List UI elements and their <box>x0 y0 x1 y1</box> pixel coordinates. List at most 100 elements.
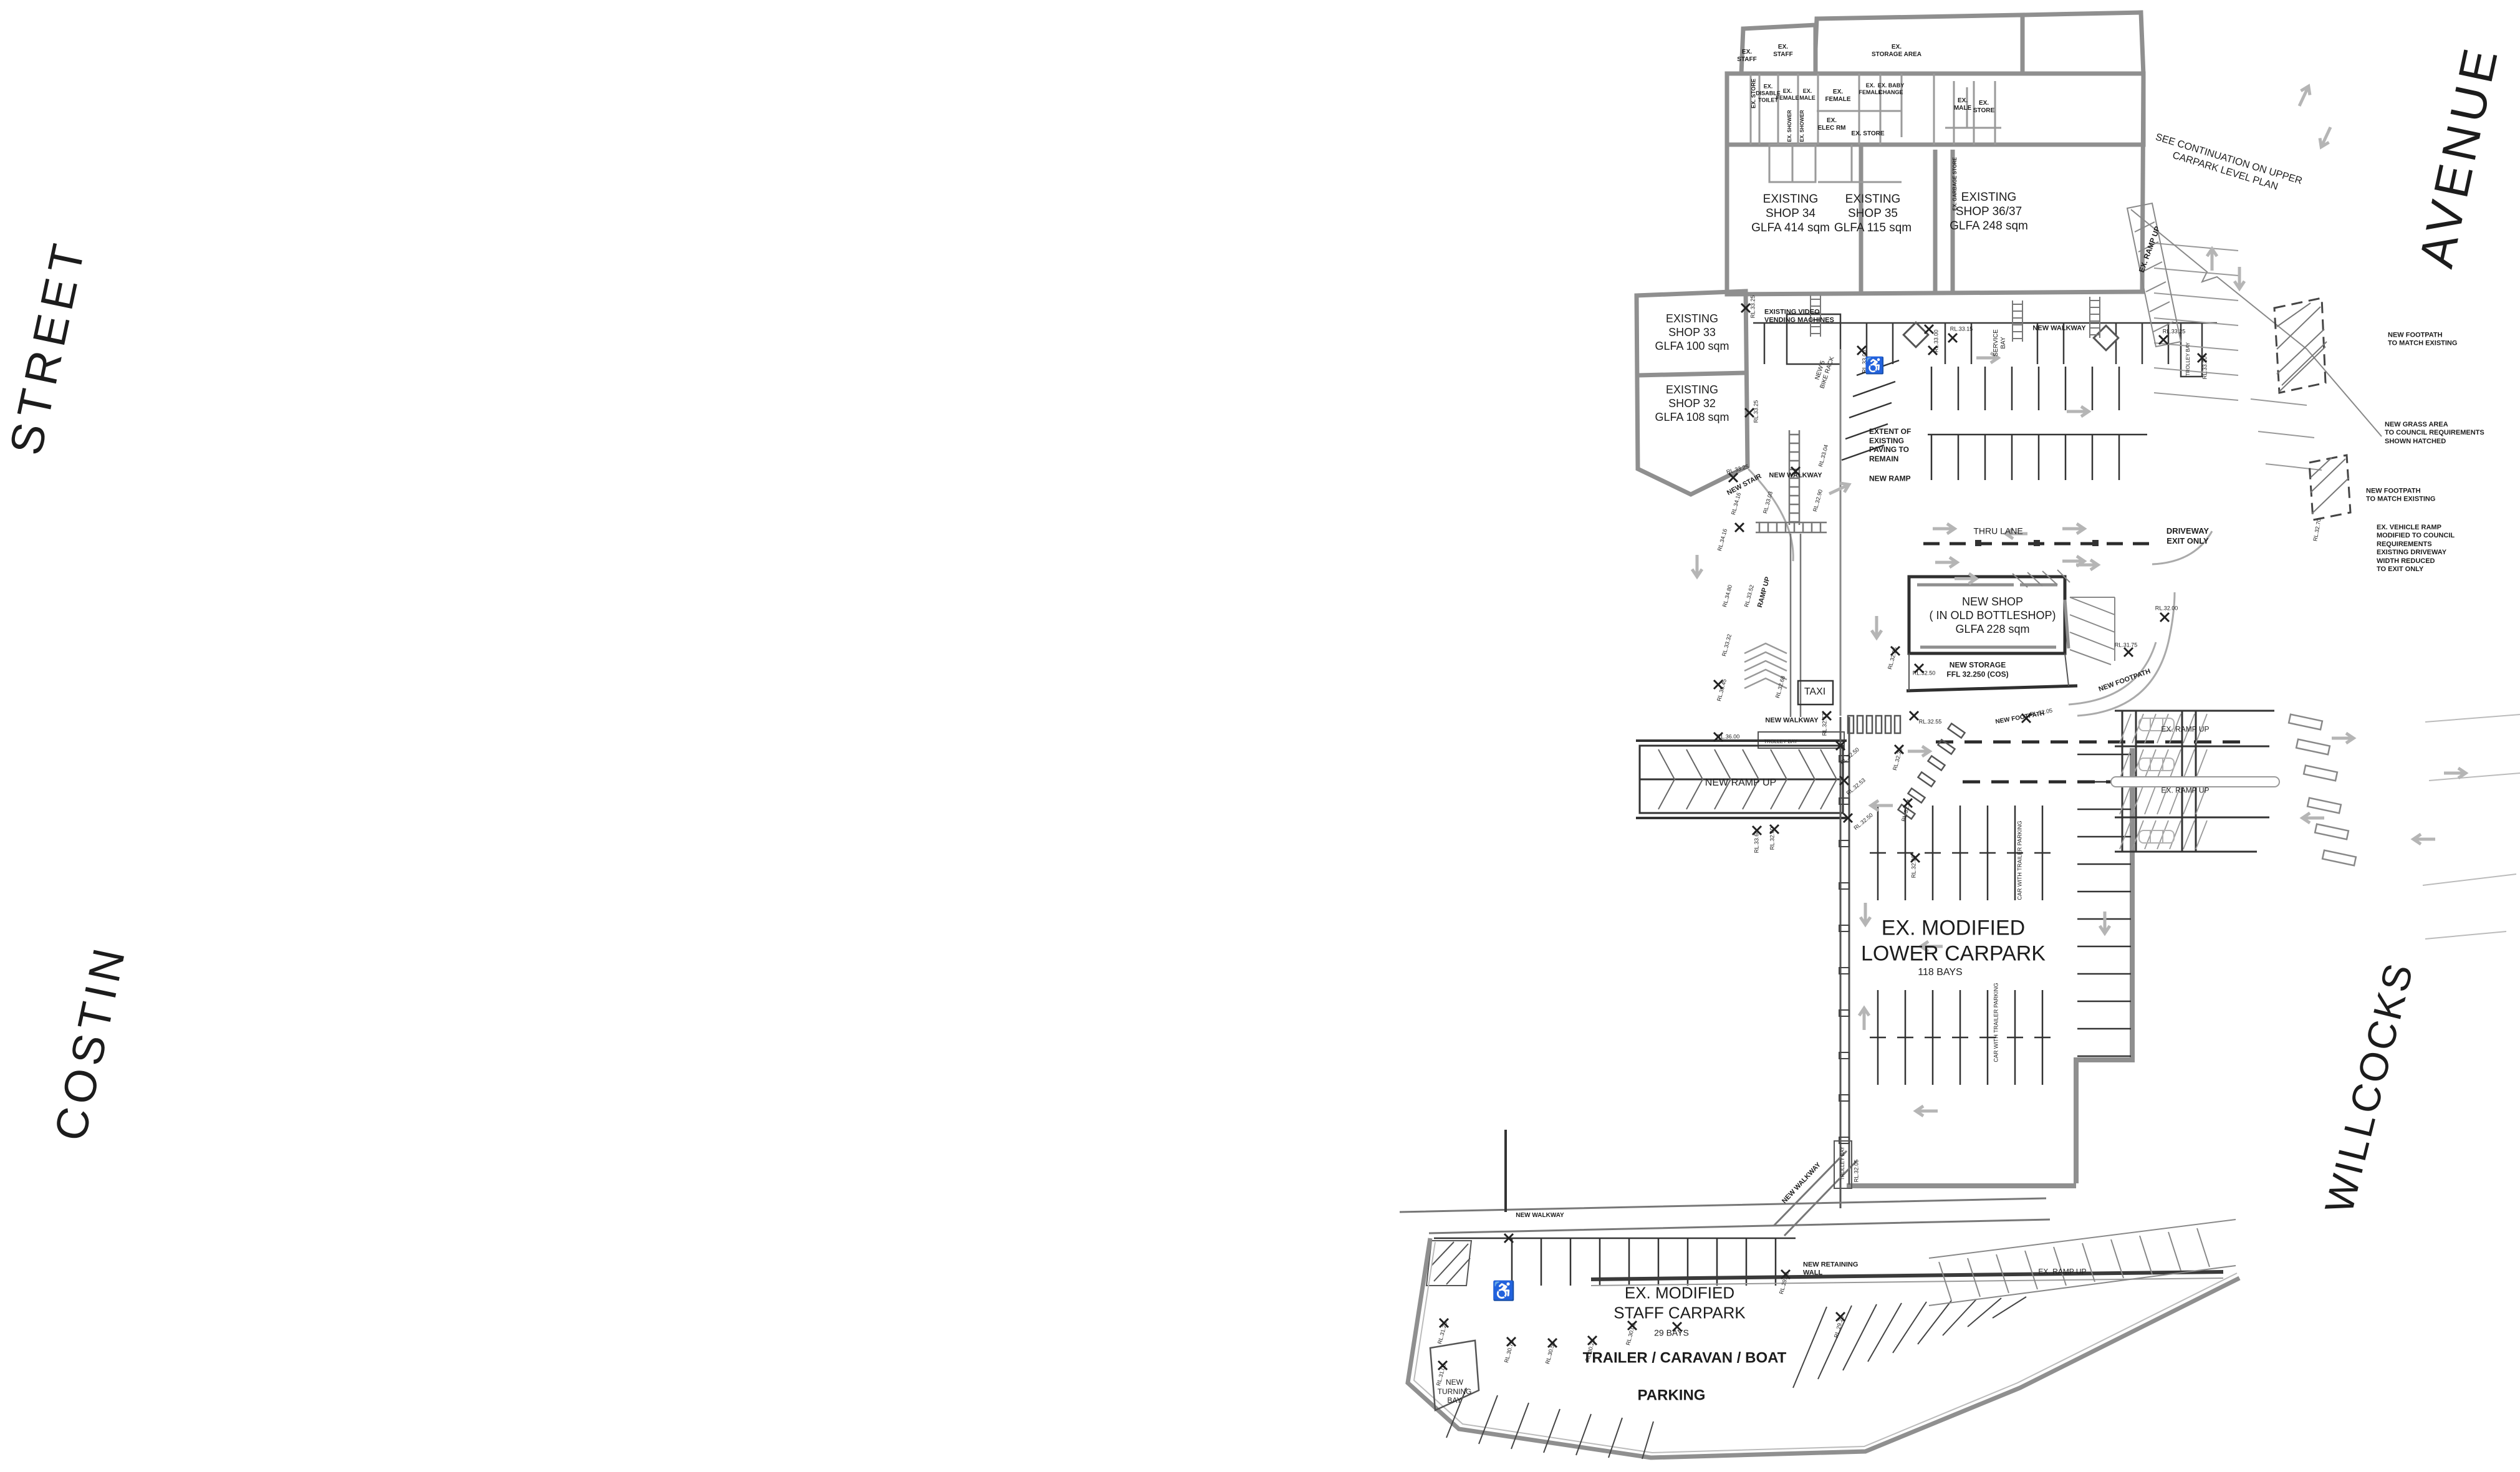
rl-marker-12: RL.32.60 <box>1769 827 1776 850</box>
trolley-bay-bottom: TROLLEY BAY <box>1840 1147 1846 1180</box>
new-stair-note: NEW STAIR <box>1725 472 1763 497</box>
new-shop-hatch <box>2012 569 2115 665</box>
rl-marker-23: RL.31.75 <box>2114 642 2138 648</box>
street-name-avenue: AVENUE <box>2408 39 2509 272</box>
rl-marker-38: RL.33.04 <box>1817 443 1830 468</box>
trolley-bay-strip: TROLLEY BAY <box>2185 342 2191 376</box>
street-name-costin: COSTIN <box>45 939 136 1145</box>
room-ex-staff-1: EX. STAFF <box>1737 48 1757 63</box>
staff-corner-hatch <box>1425 1240 1473 1286</box>
see-continuation-note: SEE CONTINUATION ON UPPER CARPARK LEVEL … <box>2154 132 2304 192</box>
columns <box>1902 321 2120 352</box>
pedestrian-crossings <box>1847 714 1966 820</box>
shop-35-label: EXISTING SHOP 35 GLFA 115 sqm <box>1834 193 1912 235</box>
rl-marker-4: RL.33.15 <box>1950 325 1973 332</box>
site-boundary <box>1405 1238 2241 1460</box>
rl-marker-28: RL.30.75 <box>1503 1339 1516 1364</box>
ex-ramp-up-topright: EX. RAMP UP <box>2137 224 2162 274</box>
ramp-up-walkway: RAMP UP <box>1756 575 1772 609</box>
rl-marker-44: RL.32.05 <box>1853 1159 1860 1183</box>
new-walkway-diag: NEW WALKWAY <box>1781 1161 1822 1205</box>
rl-marker-1: RL.33.25 <box>1749 295 1756 319</box>
room-ex-store-3: EX. STORE <box>1851 130 1885 137</box>
central-bays <box>1841 359 2147 480</box>
rl-marker-9: RL.36.00 <box>1716 733 1740 740</box>
lower-carpark-walls <box>1847 748 2135 1188</box>
rl-marker-37: RL.33.03 <box>1761 490 1774 514</box>
room-ex-male-1: EX. MALE <box>1799 88 1815 101</box>
rl-marker-3: RL.33.25 <box>1725 463 1749 476</box>
rl-marker-40: RL.34.80 <box>1721 584 1734 608</box>
lower-carpark-bays: 118 BAYS <box>1918 967 1963 978</box>
staff-carpark-label: EX. MODIFIED STAFF CARPARK <box>1613 1283 1746 1322</box>
ex-ramp-up-topright-hatch <box>2126 202 2182 348</box>
new-walkway-upper: NEW WALKWAY <box>1769 471 1822 479</box>
hatch-lines <box>2276 302 2350 514</box>
new-ramp-note: NEW RAMP <box>1869 474 1911 483</box>
rl-marker-11: RL.33.60 <box>1753 830 1760 854</box>
rl-marker-31: RL.30.00 <box>1624 1322 1637 1346</box>
footpath-note-2: NEW FOOTPATH TO MATCH EXISTING <box>2366 487 2436 503</box>
ex-ramp-bottom-hatch <box>1928 1219 2236 1306</box>
disabled-parking-icon-2: ♿ <box>1492 1281 1516 1302</box>
rl-marker-32: RL.29.50 <box>1777 1271 1791 1295</box>
rl-marker-8: RL.33.00 <box>1933 329 1940 353</box>
rl-marker-22: RL.32.30 <box>1910 855 1917 878</box>
car-trailer-parking-2: CAR WITH TRAILER PARKING <box>1993 983 1999 1062</box>
rl-marker-29: RL.30.50 <box>1544 1340 1557 1365</box>
new-shop-label: NEW SHOP ( IN OLD BOTTLESHOP) GLFA 228 s… <box>1929 595 2056 635</box>
existing-video-vending-note: EXISTING VIDEO VENDING MACHINES <box>1764 308 1834 324</box>
shop-36-37-label: EXISTING SHOP 36/37 GLFA 248 sqm <box>1950 191 2028 233</box>
new-footpath-diag-1: NEW FOOTPATH <box>2097 667 2152 693</box>
taxi-bay <box>1797 680 1834 706</box>
central-walkway <box>1756 430 1827 717</box>
rl-marker-6: RL.33.20 <box>2201 356 2208 380</box>
rl-marker-15: RL.32.53 <box>1845 777 1867 797</box>
continuation-break-line <box>2130 209 2382 437</box>
street-name-willcocks: WILLCOCKS <box>2316 956 2422 1218</box>
rl-marker-34: RL.32.70 <box>2312 518 2322 542</box>
street-name-street: STREET <box>0 234 96 459</box>
rl-marker-41: RL.33.52 <box>1743 584 1756 608</box>
retaining-wall-line <box>1590 1270 2224 1281</box>
room-ex-shower-1: EX. SHOWER <box>1787 110 1793 142</box>
rl-marker-33: RL.29.20 <box>1832 1314 1845 1339</box>
stair-treads <box>1744 642 1787 690</box>
building-partitions <box>1749 74 2001 183</box>
ex-ramp-up-mid-1: EX. RAMP UP <box>2161 724 2210 734</box>
footpath-note-1: NEW FOOTPATH TO MATCH EXISTING <box>2388 331 2458 347</box>
thru-lane-label: THRU LANE <box>1973 526 2023 536</box>
rl-marker-16: RL.32.50 <box>1852 812 1874 832</box>
room-ex-elec-rm: EX. ELEC RM <box>1817 117 1846 132</box>
rl-marker-26: RL.31.25 <box>1436 1320 1449 1345</box>
staff-carpark-bays: 29 BAYS <box>1654 1327 1689 1338</box>
disabled-parking-icon-1: ♿ <box>1864 356 1885 375</box>
upper-parking-row <box>1753 313 2217 378</box>
rl-marker-17: RL.32.55 <box>1918 718 1942 725</box>
retaining-wall-note: NEW RETAINING WALL <box>1803 1261 1859 1277</box>
road-curves <box>1747 468 2213 717</box>
trolley-bay-box-bottom <box>1834 1140 1852 1189</box>
trailer-bays-fan <box>1446 1296 2027 1460</box>
room-ex-disable-toilet: EX. DISABLE TOILET <box>1756 83 1781 103</box>
room-ex-store-2: EX. STORE <box>1973 99 1995 114</box>
staff-parking-bays <box>1434 1237 1796 1286</box>
ex-ramp-up-bottom: EX. RAMP UP <box>2038 1267 2087 1276</box>
room-ex-female-2: EX. FEMALE <box>1825 88 1851 103</box>
driveway-exit-label: DRIVEWAY EXIT ONLY <box>2166 526 2210 546</box>
rl-marker-18: RL.32.50 <box>1912 670 1936 676</box>
new-storage-label: NEW STORAGE FFL 32.250 (COS) <box>1946 660 2009 678</box>
trolley-bay-taxi: TROLLEY BAY <box>1764 739 1797 745</box>
bollards <box>1839 755 1850 1144</box>
upper-right-bays <box>2153 243 2322 471</box>
room-ex-female-3: EX. FEMALE <box>1859 82 1882 95</box>
shop-34-label: EXISTING SHOP 34 GLFA 414 sqm <box>1751 193 1830 235</box>
rl-marker-39: RL.32.90 <box>1811 488 1824 512</box>
taxi-label: TAXI <box>1804 686 1826 698</box>
trailer-parking-line-1: TRAILER / CARAVAN / BOAT <box>1582 1349 1787 1367</box>
turning-bay-outline <box>1429 1339 1480 1412</box>
grass-area-note: NEW GRASS AREA TO COUNCIL REQUIREMENTS S… <box>2385 420 2484 445</box>
